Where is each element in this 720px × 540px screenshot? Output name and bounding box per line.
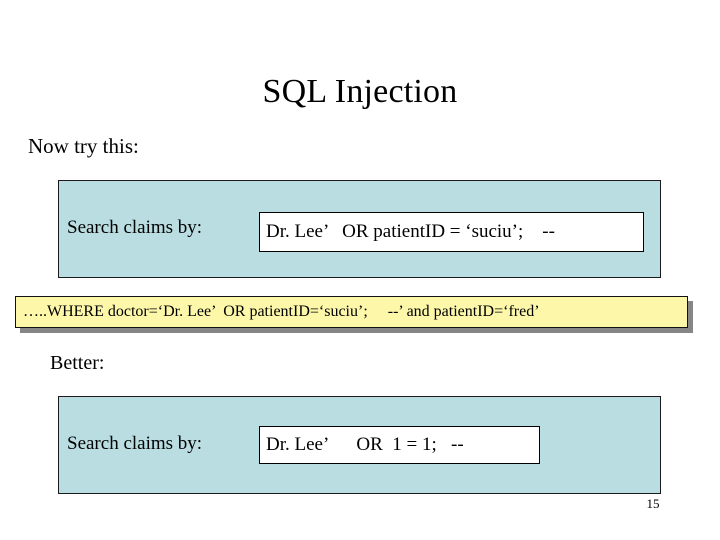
- search-claims-label: Search claims by:: [67, 217, 203, 238]
- generated-sql-text: …..WHERE doctor=‘Dr. Lee’ OR patientID=‘…: [15, 296, 688, 328]
- page-title: SQL Injection: [262, 73, 458, 110]
- generated-sql-callout: …..WHERE doctor=‘Dr. Lee’ OR patientID=‘…: [15, 296, 693, 333]
- slide-page-number: 15: [646, 496, 660, 511]
- search-form-panel-better: Search claims by: Dr. Lee’ OR 1 = 1; --: [58, 396, 661, 494]
- search-claims-label-better: Search claims by:: [67, 433, 203, 454]
- lead-in-text-first: Now try this:: [28, 134, 139, 158]
- search-form-panel-vulnerable: Search claims by: Dr. Lee’ OR patientID …: [58, 180, 661, 278]
- search-claims-input[interactable]: Dr. Lee’ OR patientID = ‘suciu’; --: [259, 212, 644, 252]
- search-claims-input-better[interactable]: Dr. Lee’ OR 1 = 1; --: [259, 426, 540, 464]
- lead-in-text-second: Better:: [50, 352, 105, 374]
